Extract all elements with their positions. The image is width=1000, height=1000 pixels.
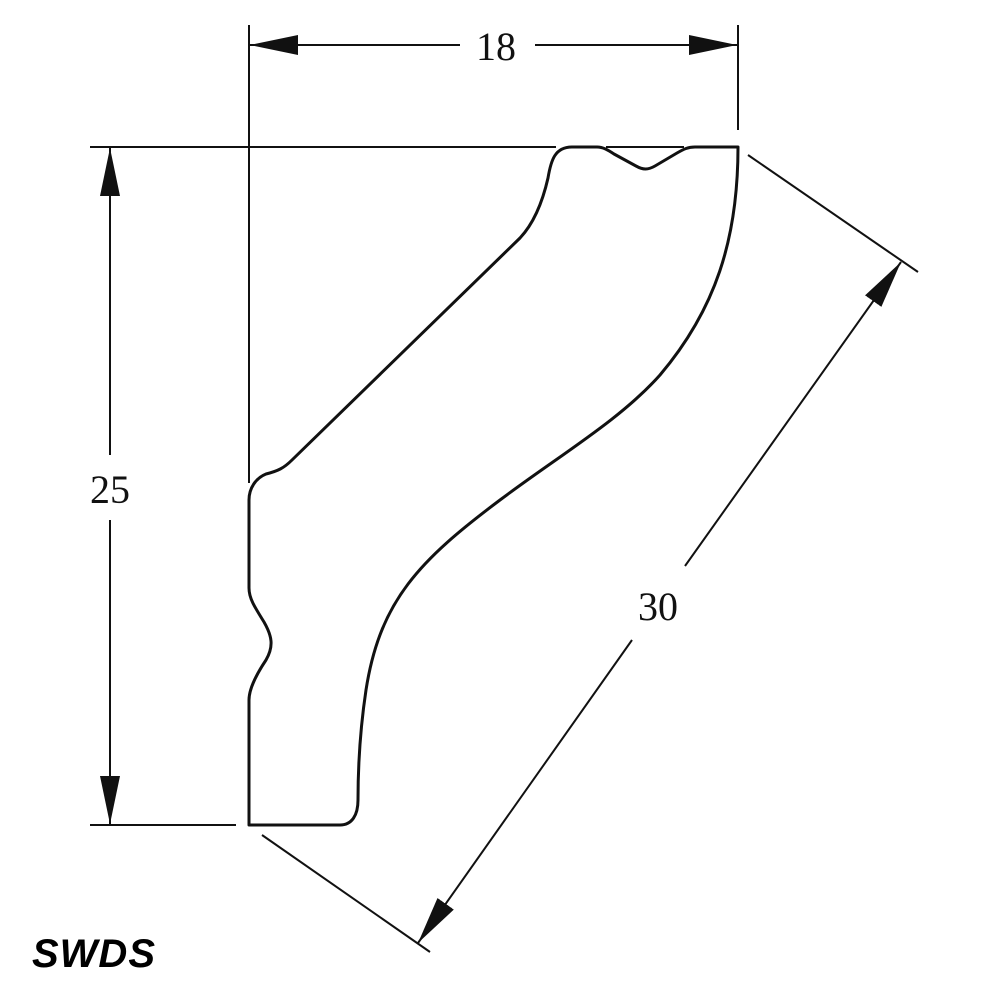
extension-line-diag-top: [747, 154, 919, 273]
molding-profile: [247, 145, 740, 827]
dimension-line-diag-bottom: [417, 639, 633, 944]
extension-line-diag-bottom: [261, 834, 431, 953]
dimension-label-diagonal: 30: [638, 584, 678, 629]
dimension-label-width: 18: [476, 24, 516, 69]
dimension-line-diag-top: [684, 261, 902, 567]
dimension-label-height: 25: [90, 467, 130, 512]
logo-text: SWDS: [32, 932, 156, 976]
